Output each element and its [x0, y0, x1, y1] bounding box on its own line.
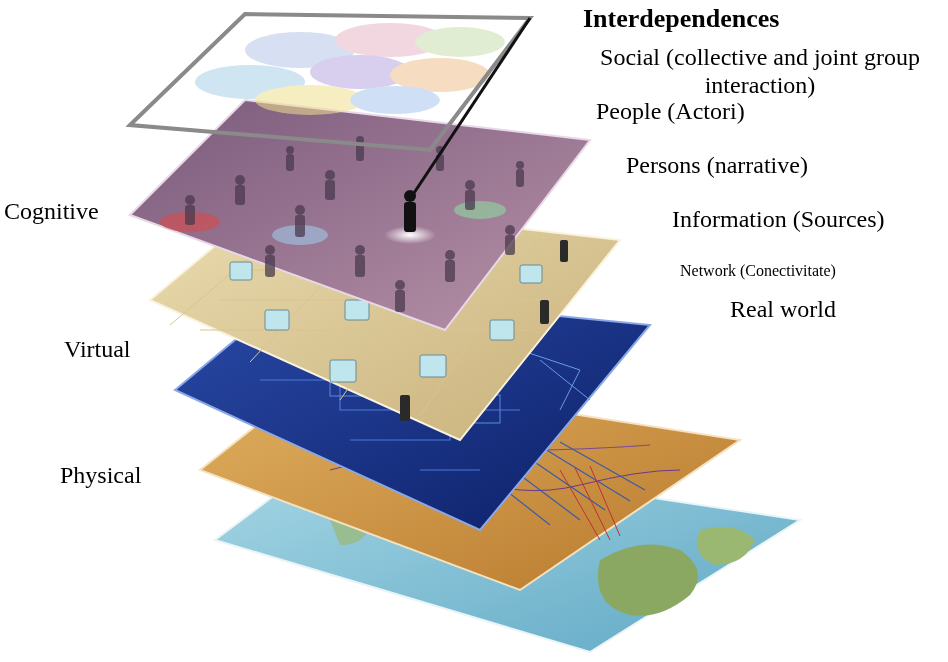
- layer-label: Information (Sources): [672, 206, 885, 234]
- layer-label: People (Actori): [596, 98, 745, 126]
- layer-label: Physical: [60, 462, 141, 490]
- highlighted-person: [404, 190, 416, 232]
- people-layer: [130, 100, 590, 330]
- layer-label: Real world: [730, 296, 836, 324]
- diagram-title: Interdependences: [583, 4, 779, 34]
- layer-label: Network (Conectivitate): [680, 262, 836, 280]
- layer-label: Social (collective and joint group inter…: [590, 44, 930, 99]
- layer-label: Virtual: [64, 336, 131, 364]
- layer-label: Persons (narrative): [626, 152, 808, 180]
- layer-label: Cognitive: [4, 198, 99, 226]
- social-frame: [130, 14, 530, 196]
